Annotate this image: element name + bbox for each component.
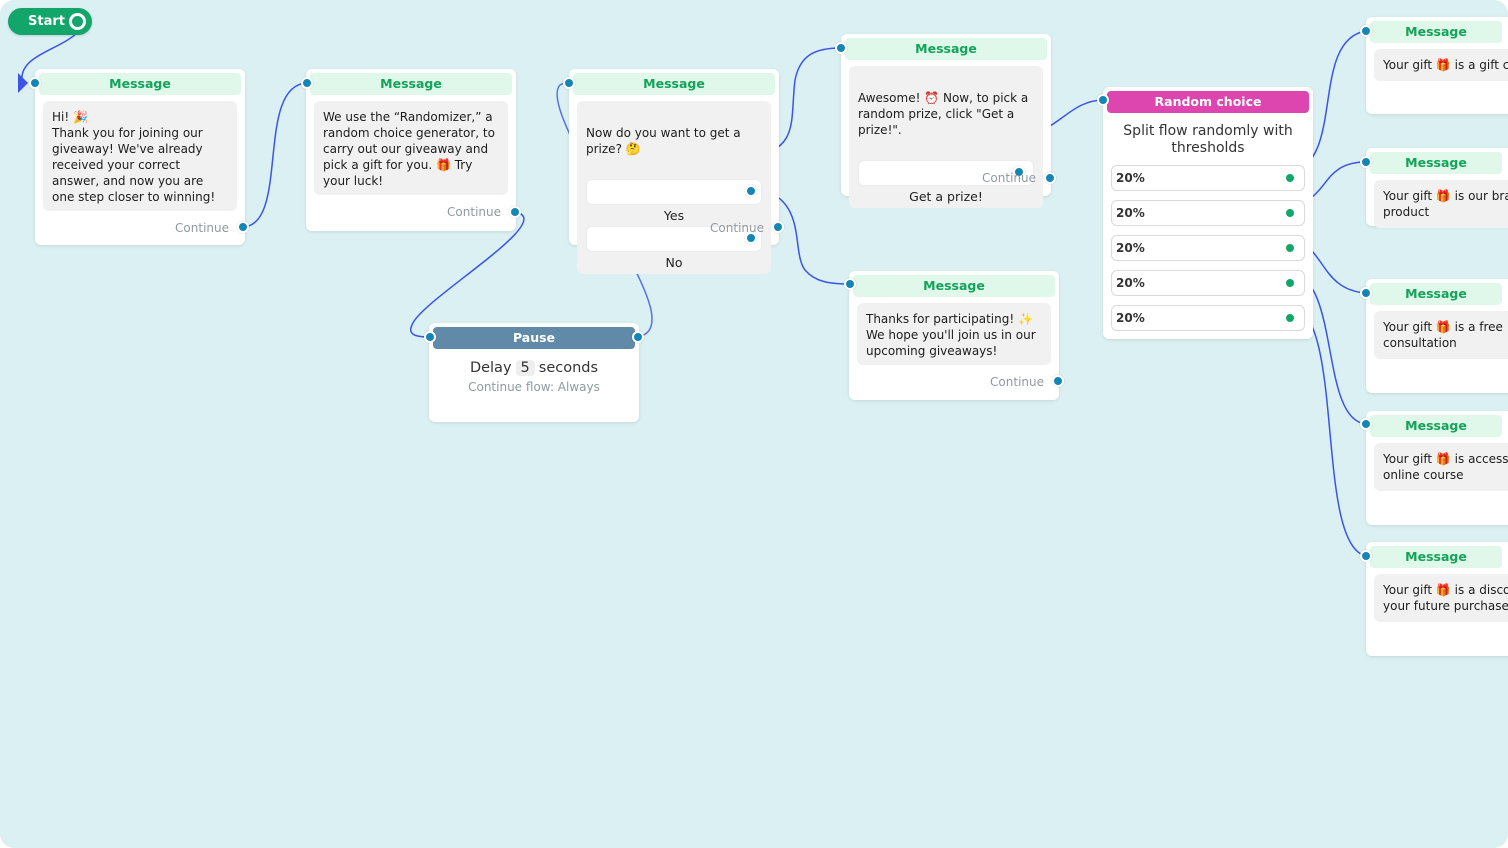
delay-prefix: Delay xyxy=(469,360,512,376)
input-port[interactable] xyxy=(835,42,847,54)
threshold-row[interactable]: 20% xyxy=(1111,270,1305,296)
output-port[interactable] xyxy=(632,331,644,343)
get-prize-label: Get a prize! xyxy=(909,189,983,204)
continue-port[interactable] xyxy=(772,221,784,233)
threshold-port[interactable] xyxy=(1284,277,1296,289)
threshold-port[interactable] xyxy=(1284,207,1296,219)
continue-label: Continue xyxy=(982,171,1036,185)
continue-label: Continue xyxy=(447,205,501,219)
message-text: Now do you want to get a prize? 🤔 xyxy=(586,126,741,156)
message-node-gift-1[interactable]: Message Your gift 🎁 is a gift ce xyxy=(1360,17,1508,114)
threshold-value: 20% xyxy=(1116,206,1145,220)
input-port[interactable] xyxy=(1360,25,1372,37)
message-text: Your gift 🎁 is a free consultation xyxy=(1374,311,1508,359)
message-text: Your gift 🎁 is a gift ce xyxy=(1374,49,1508,81)
start-port[interactable] xyxy=(69,13,86,30)
continue-flow-text: Continue flow: Always xyxy=(468,380,600,394)
get-prize-button[interactable]: Get a prize! xyxy=(858,160,1034,204)
node-title: Message xyxy=(853,275,1055,297)
input-port[interactable] xyxy=(563,77,575,89)
continue-port[interactable] xyxy=(1052,375,1064,387)
input-port[interactable] xyxy=(1360,287,1372,299)
message-node-pick-prize[interactable]: Message Awesome! ⏰ Now, to pick a random… xyxy=(835,34,1056,208)
message-node-question[interactable]: Message Now do you want to get a prize? … xyxy=(563,69,784,274)
continue-port[interactable] xyxy=(1044,172,1056,184)
message-text: Your gift 🎁 is our bran product xyxy=(1374,180,1508,228)
node-title: Message xyxy=(1370,415,1502,437)
message-box: Now do you want to get a prize? 🤔 Yes No xyxy=(577,101,771,274)
message-text: Hi! 🎉 Thank you for joining our giveaway… xyxy=(43,101,237,211)
yes-button[interactable]: Yes xyxy=(586,179,762,223)
message-node-gift-3[interactable]: Message Your gift 🎁 is a free consultati… xyxy=(1360,279,1508,393)
message-node-gift-4[interactable]: Message Your gift 🎁 is access online cou… xyxy=(1360,411,1508,525)
yes-port[interactable] xyxy=(745,185,757,197)
node-title: Message xyxy=(1370,283,1502,305)
node-title: Message xyxy=(1370,546,1502,568)
no-button-label: No xyxy=(665,255,683,270)
threshold-value: 20% xyxy=(1116,311,1145,325)
threshold-value: 20% xyxy=(1116,241,1145,255)
node-title: Message xyxy=(573,73,775,95)
message-box: Awesome! ⏰ Now, to pick a random prize, … xyxy=(849,66,1043,208)
threshold-row[interactable]: 20% xyxy=(1111,235,1305,261)
message-node-welcome[interactable]: Message Hi! 🎉 Thank you for joining our … xyxy=(29,69,249,245)
node-title: Message xyxy=(310,73,512,95)
threshold-value: 20% xyxy=(1116,276,1145,290)
no-port[interactable] xyxy=(745,232,757,244)
threshold-row[interactable]: 20% xyxy=(1111,305,1305,331)
threshold-row[interactable]: 20% xyxy=(1111,165,1305,191)
continue-label: Continue xyxy=(710,221,764,235)
message-text: Awesome! ⏰ Now, to pick a random prize, … xyxy=(858,91,1029,137)
message-text: Thanks for participating! ✨ We hope you'… xyxy=(857,303,1051,365)
input-port[interactable] xyxy=(1097,94,1109,106)
node-title: Pause xyxy=(433,327,635,349)
input-port[interactable] xyxy=(1360,418,1372,430)
continue-port[interactable] xyxy=(237,221,249,233)
message-text: Your gift 🎁 is access online course xyxy=(1374,443,1508,491)
start-node[interactable]: Start xyxy=(8,8,92,35)
delay-unit: seconds xyxy=(538,360,599,376)
node-title: Message xyxy=(1370,21,1502,43)
get-prize-port[interactable] xyxy=(1013,166,1025,178)
node-title: Message xyxy=(845,38,1047,60)
threshold-row[interactable]: 20% xyxy=(1111,200,1305,226)
input-port[interactable] xyxy=(844,278,856,290)
message-text: Your gift 🎁 is a discou your future purc… xyxy=(1374,574,1508,622)
start-label: Start xyxy=(28,14,65,29)
threshold-port[interactable] xyxy=(1284,242,1296,254)
no-button[interactable]: No xyxy=(586,226,762,270)
yes-button-label: Yes xyxy=(663,208,685,223)
input-port[interactable] xyxy=(1360,156,1372,168)
input-port[interactable] xyxy=(29,77,41,89)
continue-label: Continue xyxy=(175,221,229,235)
input-port[interactable] xyxy=(1360,550,1372,562)
entry-arrow-icon xyxy=(18,73,28,93)
message-node-thanks[interactable]: Message Thanks for participating! ✨ We h… xyxy=(844,271,1064,400)
node-title: Random choice xyxy=(1107,91,1309,113)
continue-label: Continue xyxy=(990,375,1044,389)
input-port[interactable] xyxy=(424,331,436,343)
continue-port[interactable] xyxy=(509,206,521,218)
threshold-port[interactable] xyxy=(1284,312,1296,324)
message-node-randomizer[interactable]: Message We use the “Randomizer,” a rando… xyxy=(301,69,521,231)
message-node-gift-2[interactable]: Message Your gift 🎁 is our bran product xyxy=(1360,148,1508,228)
message-text: We use the “Randomizer,” a random choice… xyxy=(314,101,508,195)
wire-m1-m2 xyxy=(242,82,308,228)
node-title: Message xyxy=(39,73,241,95)
input-port[interactable] xyxy=(301,77,313,89)
random-description: Split flow randomly with thresholds xyxy=(1123,123,1293,156)
delay-value[interactable]: 5 xyxy=(515,360,535,376)
message-node-gift-5[interactable]: Message Your gift 🎁 is a discou your fut… xyxy=(1360,542,1508,656)
threshold-port[interactable] xyxy=(1284,172,1296,184)
random-choice-node[interactable]: Random choice Split flow randomly with t… xyxy=(1097,87,1313,339)
wire-t5-g5 xyxy=(1291,305,1367,557)
node-title: Message xyxy=(1370,152,1502,174)
threshold-value: 20% xyxy=(1116,171,1145,185)
